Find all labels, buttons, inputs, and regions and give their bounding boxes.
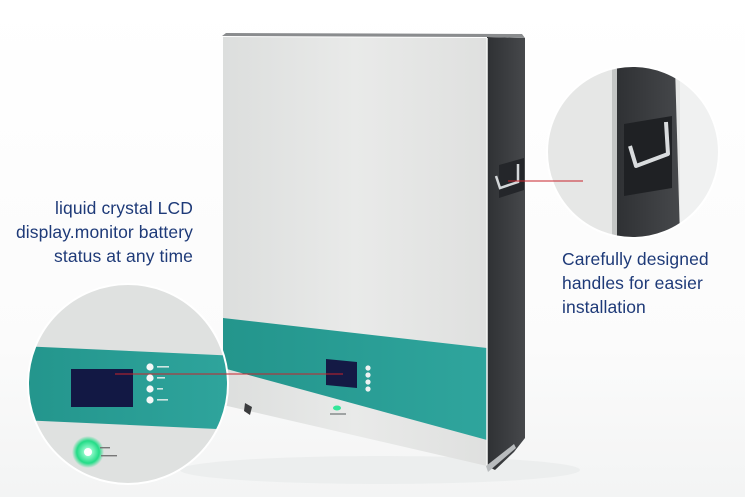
- lcd-detail-magnifier: [28, 284, 228, 484]
- caption-line: installation: [562, 297, 646, 317]
- power-led-main: [333, 405, 341, 411]
- handle-callout-caption: Carefully designed handles for easier in…: [562, 247, 745, 319]
- caption-line: Carefully designed: [562, 249, 709, 269]
- lcd-screen-zoom: [71, 369, 133, 407]
- handle-bar: [494, 164, 520, 190]
- lcd-callout-caption: liquid crystal LCD display.monitor batte…: [0, 196, 193, 268]
- side-panel: [487, 37, 525, 470]
- top-edge: [222, 33, 525, 38]
- caption-line: liquid crystal LCD: [55, 198, 193, 218]
- indicator-led: [146, 385, 154, 393]
- indicator-led: [146, 396, 154, 404]
- floor-shadow: [180, 456, 580, 484]
- caption-line: display.monitor battery: [15, 222, 193, 242]
- caption-line: status at any time: [54, 246, 193, 266]
- handle-bar-zoom: [628, 121, 670, 168]
- caption-line: handles for easier: [562, 273, 703, 293]
- indicator-led: [146, 374, 154, 382]
- handle-detail-magnifier: [547, 66, 719, 238]
- right-foot-rail: [486, 444, 516, 472]
- left-foot: [244, 403, 252, 415]
- indicator-led: [146, 363, 154, 371]
